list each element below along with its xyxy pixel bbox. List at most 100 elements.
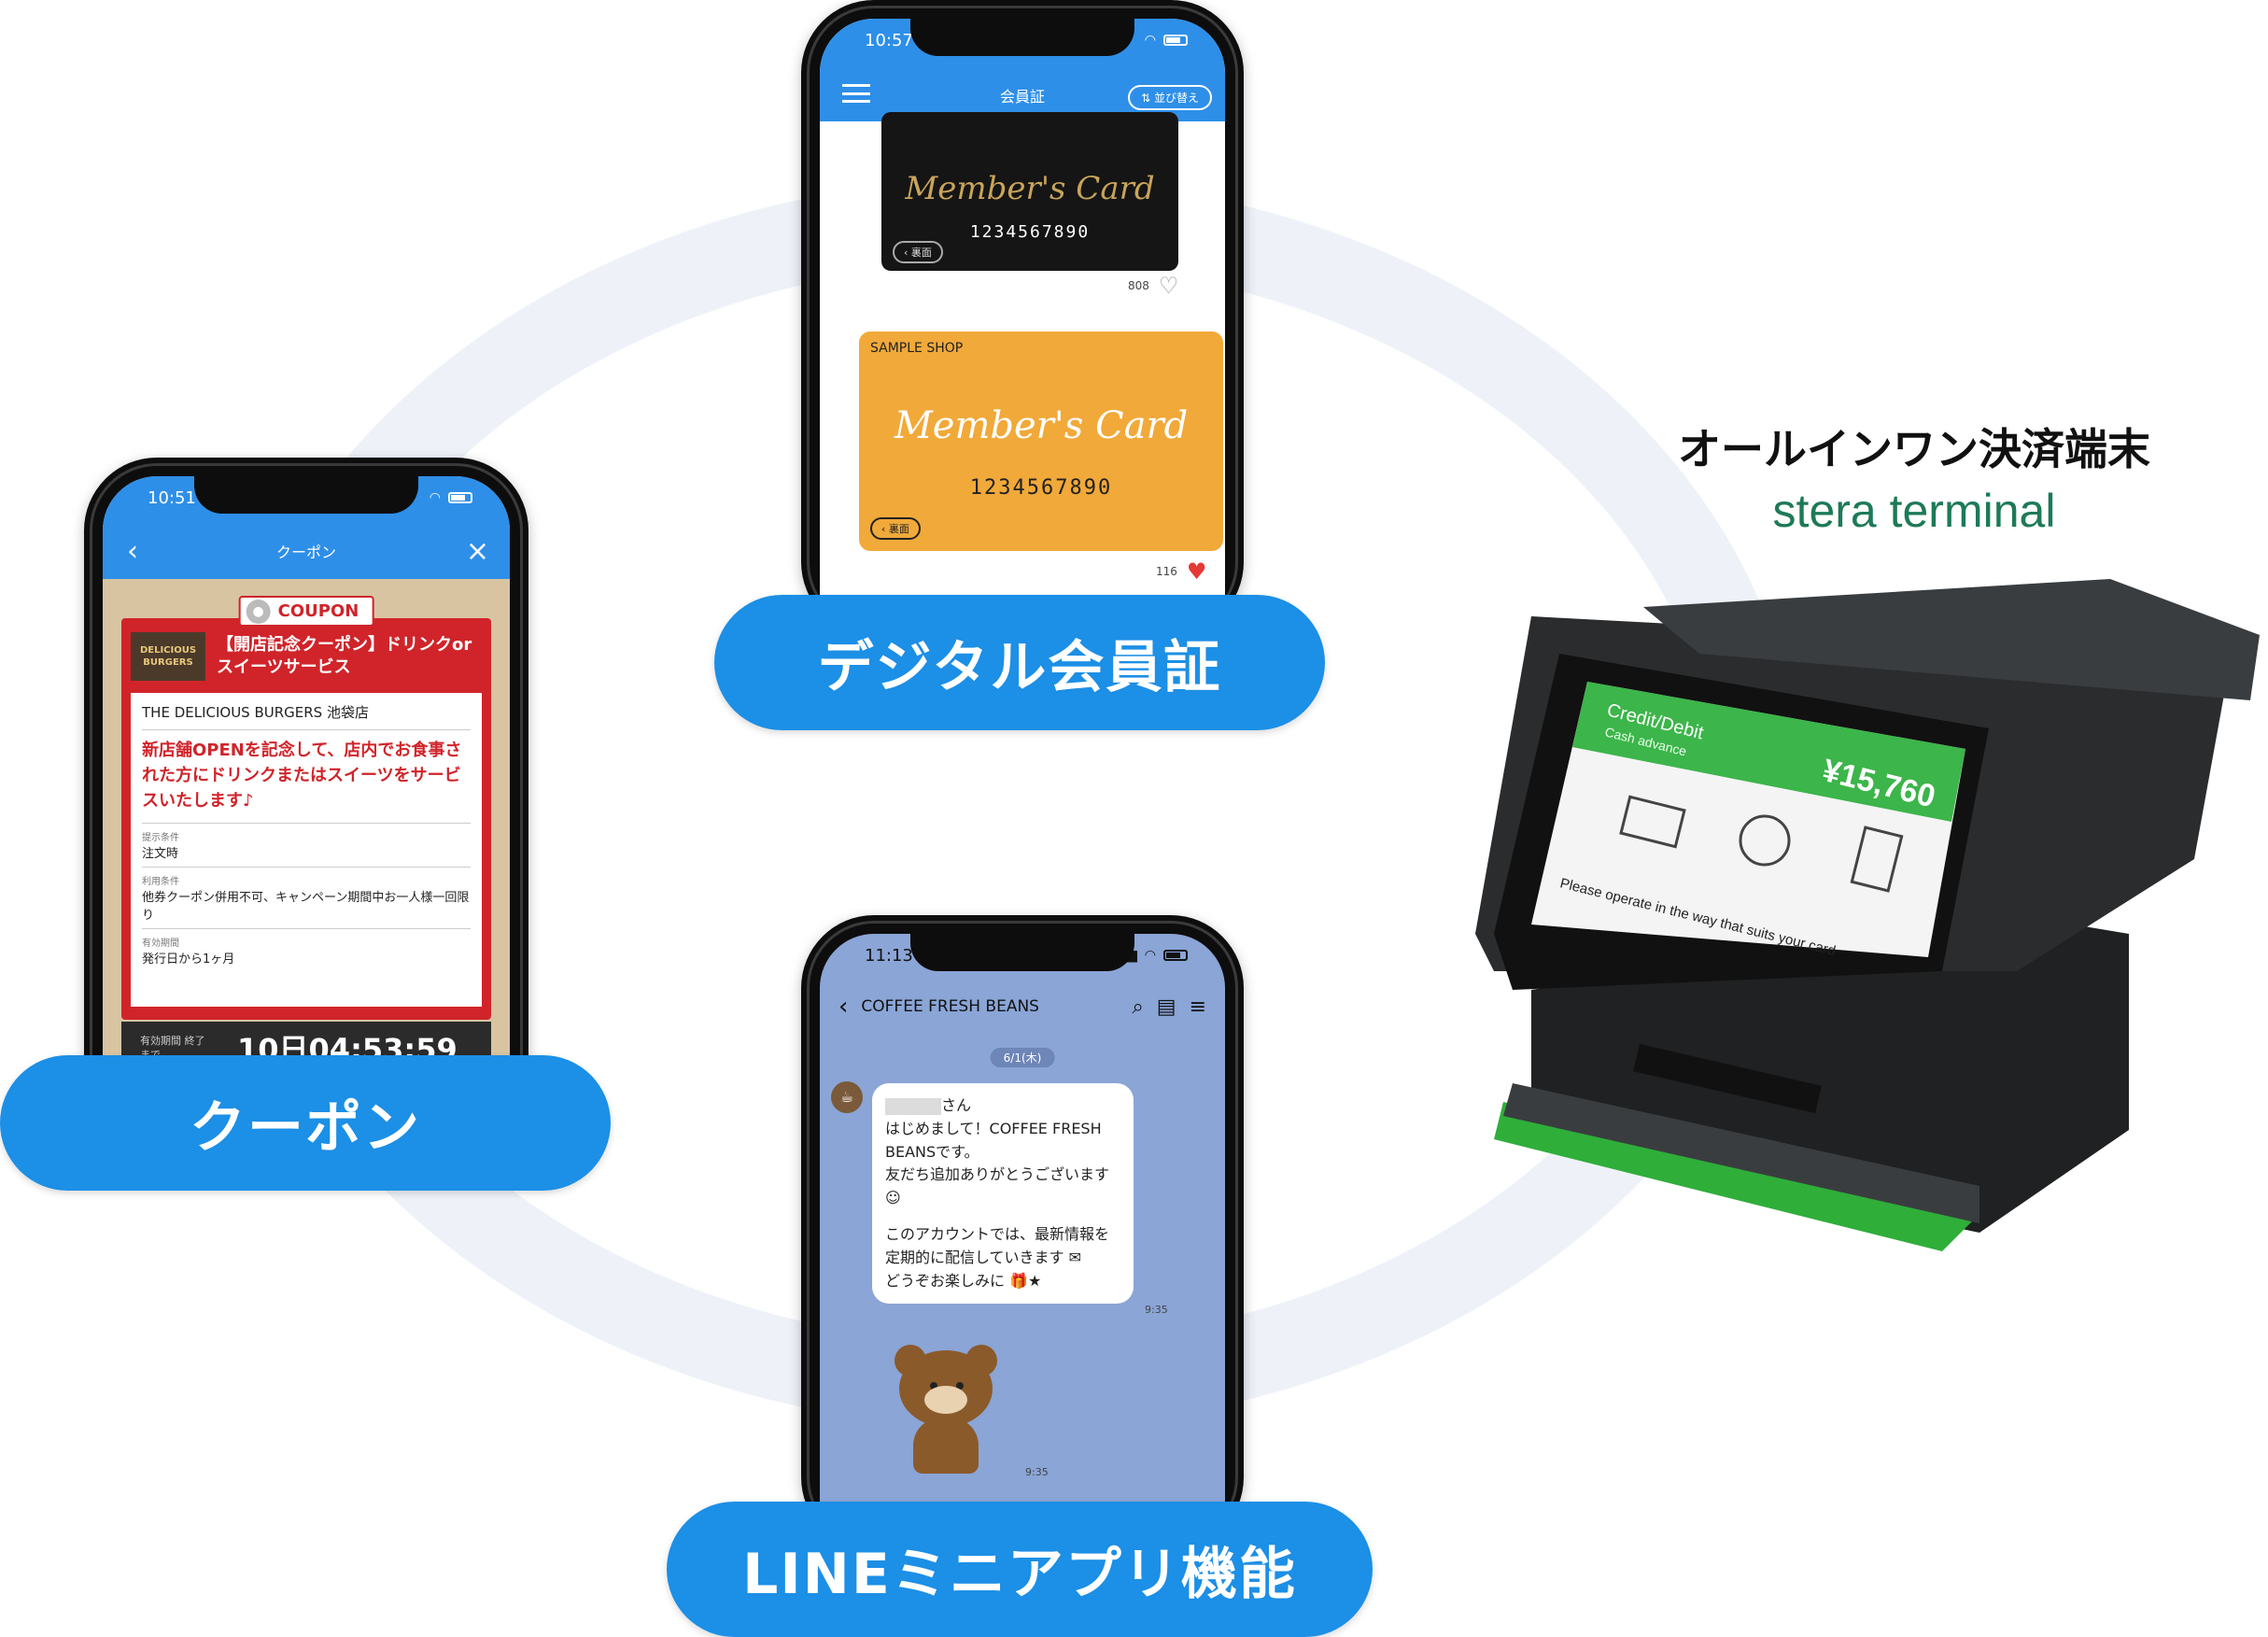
coupon-condition-row: 利用条件 他券クーポン併用不可、キャンペーン期間中お一人様一回限り xyxy=(142,868,471,929)
bear-eye xyxy=(956,1382,964,1390)
back-chevron-icon[interactable]: ‹ xyxy=(838,993,849,1021)
message-time: 9:35 xyxy=(1025,1466,1049,1478)
member-card-black[interactable]: Member's Card 1234567890 ‹ 裏面 xyxy=(881,112,1178,271)
heart-outline-icon[interactable] xyxy=(1159,276,1179,295)
row-value: 他券クーポン併用不可、キャンペーン期間中お一人様一回限り xyxy=(142,891,470,923)
card-back-button[interactable]: ‹ 裏面 xyxy=(893,241,943,263)
status-icons: ◠ xyxy=(430,490,472,505)
status-icons: ◠ xyxy=(1145,33,1188,48)
chat-account-name: COFFEE FRESH BEANS xyxy=(861,997,1039,1016)
wifi-icon: ◠ xyxy=(1144,33,1156,48)
notes-icon[interactable]: ▤ xyxy=(1156,995,1176,1019)
swipe-card-icon xyxy=(1850,826,1904,893)
greeting-suffix: さん xyxy=(941,1096,972,1114)
card-number: 1234567890 xyxy=(969,476,1113,500)
coupon-header-title: クーポン xyxy=(275,543,336,561)
message-time: 9:35 xyxy=(1145,1304,1168,1316)
phone-notch xyxy=(910,934,1134,971)
stera-terminal-device: Credit/Debit Cash advance ¥15,760 Please… xyxy=(1475,579,2260,1251)
gift-icon: 🎁 xyxy=(1009,1271,1029,1290)
status-bar: 10:57 ◠ xyxy=(820,19,1225,62)
battery-icon xyxy=(1163,35,1188,46)
member-card-phone: 10:57 ◠ 会員証 ⇅ 並び替え Member's Card 1234567… xyxy=(801,0,1244,635)
row-label: 有効期間 xyxy=(142,938,179,949)
terminal-title: オールインワン決済端末 xyxy=(1678,424,2150,474)
bear-muzzle xyxy=(924,1386,967,1414)
mail-icon: ✉ xyxy=(1068,1248,1082,1266)
card-number: 1234567890 xyxy=(969,222,1091,242)
coupon-phone: 10:51 ◠ ‹ クーポン × ● COUPON DELICIOUS BURG… xyxy=(84,458,528,1167)
chat-date: 6/1(木) xyxy=(990,1048,1055,1067)
coupon-body: THE DELICIOUS BURGERS 池袋店 新店舗OPENを記念して、店… xyxy=(131,693,482,1007)
message-line: どうぞお楽しみに 🎁★ xyxy=(885,1270,1120,1293)
search-icon[interactable]: ⌕ xyxy=(1132,995,1144,1019)
greeting-line: さん xyxy=(885,1094,1120,1118)
insert-card-icon xyxy=(1619,795,1686,849)
blurred-username xyxy=(885,1097,941,1115)
like-count: 116 xyxy=(1156,565,1177,578)
row-value: 注文時 xyxy=(142,847,179,861)
heart-filled-icon[interactable] xyxy=(1187,562,1207,581)
status-bar: 10:51 ◠ xyxy=(103,476,510,519)
message-spacer xyxy=(885,1210,1120,1223)
card-title: Member's Card xyxy=(894,404,1189,447)
star-icon: ★ xyxy=(1028,1271,1042,1290)
menu-icon[interactable]: ≡ xyxy=(1189,995,1206,1019)
row-label: 利用条件 xyxy=(142,877,179,887)
row-label: 提示条件 xyxy=(142,833,179,843)
contactless-icon xyxy=(1739,814,1791,867)
coupon-title: 【開店記念クーポン】ドリンクorスイーツサービス xyxy=(217,634,472,677)
like-count: 808 xyxy=(1128,279,1149,292)
account-avatar[interactable]: ☕ xyxy=(831,1081,863,1113)
bear-sticker xyxy=(895,1345,997,1475)
coupon-message: 新店舗OPENを記念して、店内でお食事された方にドリンクまたはスイーツをサービス… xyxy=(142,730,471,824)
wifi-icon: ◠ xyxy=(1144,948,1156,963)
chat-bubble: さん はじめまして！COFFEE FRESH BEANSです。 友だち追加ありが… xyxy=(872,1083,1134,1305)
member-screen: 10:57 ◠ 会員証 ⇅ 並び替え Member's Card 1234567… xyxy=(820,19,1225,616)
message-text: このアカウントでは、最新情報を定期的に配信していきます xyxy=(885,1224,1110,1266)
hamburger-menu-icon[interactable] xyxy=(842,84,870,103)
card-title: Member's Card xyxy=(905,170,1155,207)
label-digital-member-card: デジタル会員証 xyxy=(714,595,1325,730)
card1-likes: 808 xyxy=(1128,276,1179,295)
message-line: このアカウントでは、最新情報を定期的に配信していきます ✉ xyxy=(885,1223,1120,1270)
card-back-button[interactable]: ‹ 裏面 xyxy=(870,517,921,540)
screen-green-header xyxy=(1572,682,1965,822)
emoji-icon: ☺ xyxy=(885,1189,901,1207)
line-chat-header: ‹ COFFEE FRESH BEANS ⌕ ▤ ≡ xyxy=(820,977,1225,1037)
close-icon[interactable]: × xyxy=(465,535,489,568)
shop-logo-thumbnail: DELICIOUS BURGERS xyxy=(131,632,205,681)
status-time: 11:13 xyxy=(865,945,913,966)
member-header-title: 会員証 xyxy=(999,88,1045,106)
label-coupon: クーポン xyxy=(0,1055,611,1191)
sort-button[interactable]: ⇅ 並び替え xyxy=(1128,85,1212,110)
line-screen: 11:13 ▂▄▆ ◠ ‹ COFFEE FRESH BEANS ⌕ ▤ ≡ 6… xyxy=(820,934,1225,1531)
card2-likes: 116 xyxy=(1156,562,1207,581)
coupon-card: DELICIOUS BURGERS 【開店記念クーポン】ドリンクorスイーツサー… xyxy=(121,618,491,1020)
coupon-screen: 10:51 ◠ ‹ クーポン × ● COUPON DELICIOUS BURG… xyxy=(103,476,510,1149)
row-value: 発行日から1ヶ月 xyxy=(142,953,235,967)
card-slot xyxy=(1633,1043,1822,1114)
coupon-card-top: DELICIOUS BURGERS 【開店記念クーポン】ドリンクorスイーツサー… xyxy=(131,628,482,685)
battery-icon xyxy=(1163,950,1188,961)
member-card-orange[interactable]: SAMPLE SHOP Member's Card 1234567890 ‹ 裏… xyxy=(859,332,1223,551)
message-line: 友だち追加ありがとうございます xyxy=(885,1165,1110,1184)
bear-eye xyxy=(930,1382,937,1390)
phone-notch xyxy=(910,19,1134,56)
coupon-ribbon: ● COUPON xyxy=(238,596,374,627)
coupon-condition-row: 有効期間 発行日から1ヶ月 xyxy=(142,929,471,972)
terminal-base-front xyxy=(1503,1083,1979,1223)
back-chevron-icon[interactable]: ‹ xyxy=(127,535,138,568)
message-line: はじめまして！COFFEE FRESH BEANSです。 xyxy=(885,1119,1102,1161)
line-mini-app-phone: 11:13 ▂▄▆ ◠ ‹ COFFEE FRESH BEANS ⌕ ▤ ≡ 6… xyxy=(801,915,1244,1550)
ribbon-text: COUPON xyxy=(277,601,359,621)
coupon-condition-row: 提示条件 注文時 xyxy=(142,824,471,868)
message-text: どうぞお楽しみに xyxy=(885,1271,1006,1290)
card-shop-name: SAMPLE SHOP xyxy=(870,341,964,356)
status-time: 10:51 xyxy=(148,487,196,508)
terminal-subtitle: stera terminal xyxy=(1772,485,2056,537)
coupon-shop: THE DELICIOUS BURGERS 池袋店 xyxy=(142,702,471,730)
status-time: 10:57 xyxy=(865,30,913,50)
battery-icon xyxy=(448,492,472,503)
label-line-mini-app: LINEミニアプリ機能 xyxy=(667,1502,1373,1637)
